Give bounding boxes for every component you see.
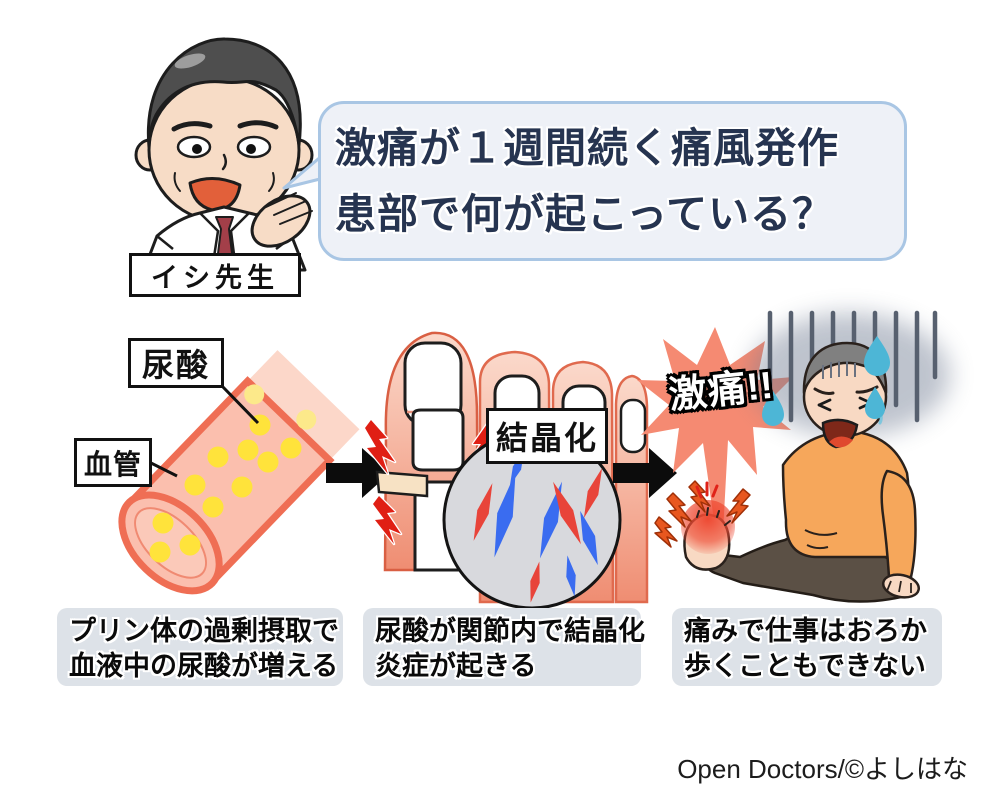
caption-line: 尿酸が関節内で結晶化 <box>375 615 645 646</box>
speech-line-1: 激痛が１週間続く痛風発作 <box>335 125 839 171</box>
speech-line-2: 患部で何が起こっている？ <box>335 191 835 237</box>
caption-panel1: プリン体の過剰摂取で 血液中の尿酸が増える <box>57 608 343 686</box>
caption-line: 炎症が起きる <box>375 650 537 681</box>
man-in-pain-illustration <box>654 310 950 603</box>
toe-joint-illustration <box>363 331 649 610</box>
uric-acid-dots <box>149 414 302 563</box>
sweat-drops <box>762 336 890 426</box>
blood-vessel-label: 血管 <box>74 438 152 487</box>
caption-line: 血液中の尿酸が増える <box>69 650 339 681</box>
arrow-right-icon <box>613 448 677 498</box>
caption-panel2: 尿酸が関節内で結晶化 炎症が起きる <box>363 608 645 686</box>
blood-vessel-illustration <box>118 350 360 595</box>
caption-line: 歩くこともできない <box>684 650 926 681</box>
doctor-hand <box>250 192 313 248</box>
speech-bubble: 激痛が１週間続く痛風発作 患部で何が起こっている？ <box>318 101 907 261</box>
uric-acid-label: 尿酸 <box>128 338 224 388</box>
doctor-name-label: イシ先生 <box>129 253 301 297</box>
caption-panel3: 痛みで仕事はおろか 歩くこともできない <box>672 608 942 686</box>
crystallization-label: 結晶化 <box>486 408 608 464</box>
urate-crystals <box>473 450 603 603</box>
arrow-right-icon <box>326 448 390 498</box>
caption-line: プリン体の過剰摂取で <box>69 615 339 646</box>
label-pointer-lines <box>150 384 260 478</box>
doctor-head <box>134 37 314 224</box>
caption-line: 痛みで仕事はおろか <box>684 615 927 646</box>
credit-text: Open Doctors/©よしはな <box>677 754 968 784</box>
